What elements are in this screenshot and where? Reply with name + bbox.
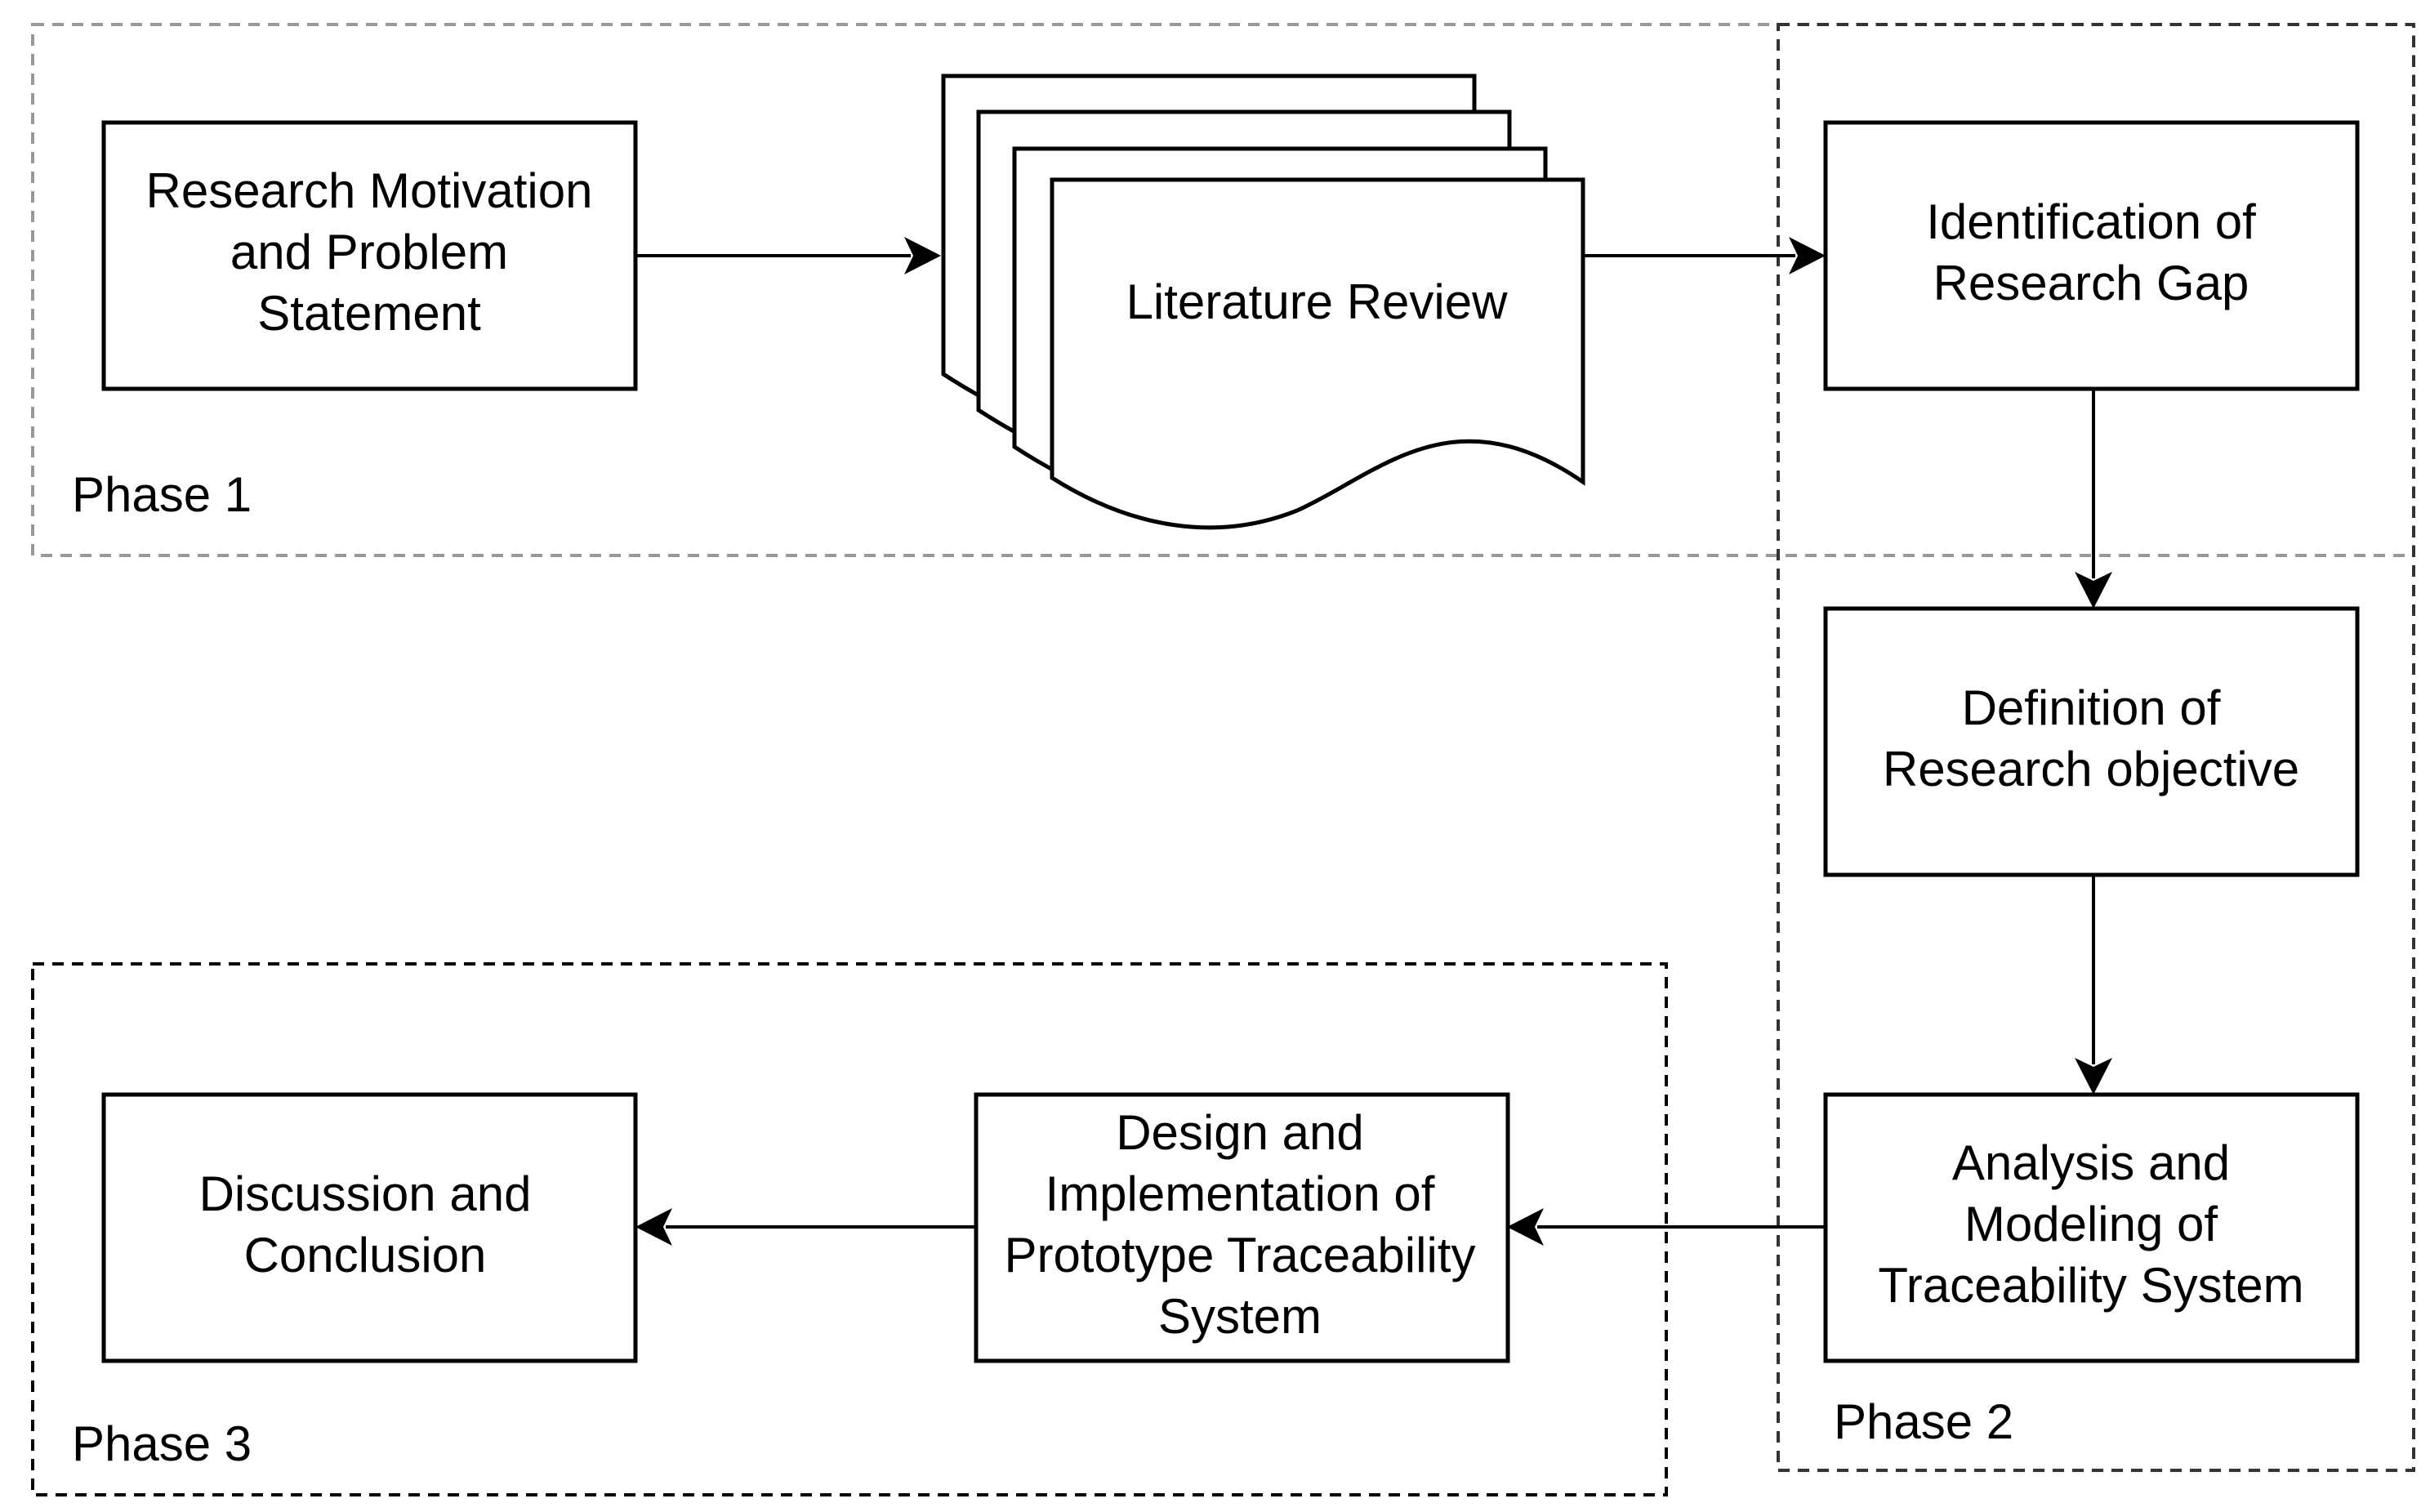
node-discussion-conclusion: Discussion and Conclusion [101, 1092, 638, 1363]
node-label-line: Statement [257, 286, 481, 341]
node-literature-review: Literature Review [941, 74, 1585, 530]
phase-3-label: Phase 3 [72, 1416, 252, 1471]
node-label-line: Research objective [1883, 742, 2299, 796]
node-label-line: Design and [1116, 1105, 1364, 1160]
phase-labels: Phase 1 Phase 2 Phase 3 [72, 467, 2013, 1471]
node-label-line: Conclusion [244, 1228, 487, 1282]
node-analysis-modeling: Analysis and Modeling of Traceability Sy… [1823, 1092, 2360, 1363]
arrowhead [2075, 1058, 2112, 1095]
edge-prototype-to-conclusion [635, 1208, 976, 1246]
node-label-line: Traceability System [1878, 1258, 2303, 1313]
node-label-line: Modeling of [1964, 1197, 2218, 1251]
node-label-line: Research Gap [1933, 256, 2249, 310]
node-definition-research-objective: Definition of Research objective [1823, 606, 2360, 877]
node-label-line: Analysis and [1952, 1135, 2230, 1190]
arrowhead [904, 237, 941, 274]
phase-3-boundary [31, 962, 1668, 1496]
nodes: Research Motivation and Problem Statemen… [101, 74, 2360, 1363]
edges [635, 237, 2112, 1246]
node-research-motivation: Research Motivation and Problem Statemen… [101, 120, 638, 391]
arrowhead [635, 1208, 672, 1246]
node-label-line: Discussion and [199, 1166, 532, 1221]
node-label-line: Literature Review [1126, 274, 1509, 329]
arrowhead [1789, 237, 1826, 274]
edge-literature-to-gap [1585, 237, 1826, 274]
node-label-line: Definition of [1962, 680, 2221, 735]
arrowhead [2075, 572, 2112, 609]
node-label-line: Implementation of [1046, 1166, 1435, 1221]
edge-objective-to-analysis [2075, 875, 2112, 1095]
document-page-front [1050, 177, 1585, 530]
phase-2-boundary [1777, 23, 2415, 1472]
phase-boundaries [31, 23, 2415, 1496]
edge-motivation-to-literature [635, 237, 941, 274]
node-design-implementation: Design and Implementation of Prototype T… [974, 1092, 1510, 1363]
arrowhead [1507, 1208, 1544, 1246]
node-label-line: Prototype Traceability [1005, 1228, 1476, 1282]
node-label-line: System [1158, 1289, 1322, 1344]
edge-gap-to-objective [2075, 389, 2112, 609]
node-label-line: and Problem [230, 225, 508, 279]
node-label-line: Research Motivation [146, 163, 593, 218]
phase-2-label: Phase 2 [1834, 1394, 2013, 1449]
edge-analysis-to-prototype [1507, 1208, 1824, 1246]
node-label-line: Identification of [1926, 194, 2256, 249]
node-identification-research-gap: Identification of Research Gap [1823, 120, 2360, 391]
phase-1-boundary [31, 23, 2415, 557]
phase-1-label: Phase 1 [72, 467, 252, 522]
